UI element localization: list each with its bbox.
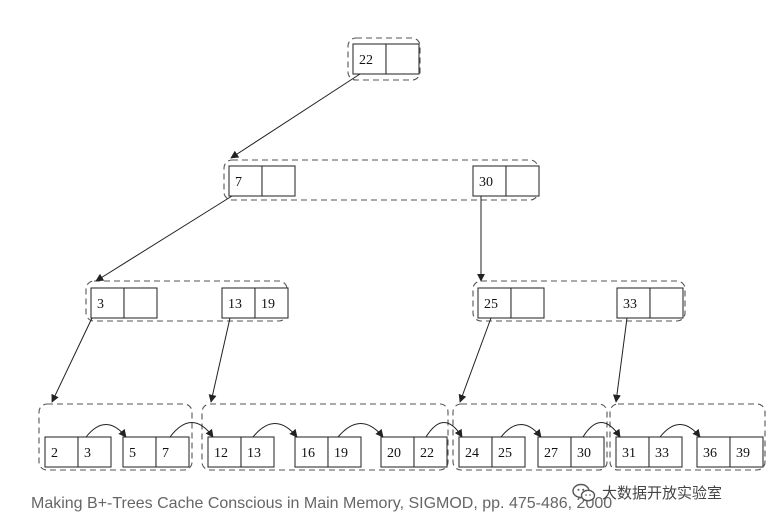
sibling-link-arrow — [85, 424, 127, 438]
node-group-box — [347, 37, 421, 81]
key-cell — [207, 436, 242, 468]
key-cell — [505, 165, 540, 197]
sibling-link-arrow — [582, 422, 621, 438]
key-cell — [696, 436, 731, 468]
key-cell — [327, 436, 362, 468]
key-label: 19 — [261, 297, 275, 312]
child-pointer-arrow — [208, 317, 231, 403]
key-cell — [240, 436, 275, 468]
node-group-box — [452, 403, 608, 471]
watermark-text: 大数据开放实验室 — [602, 484, 723, 502]
tree-node: 30 — [472, 165, 540, 197]
key-label: 3 — [97, 297, 104, 312]
key-cell — [413, 436, 448, 468]
key-cell — [123, 287, 158, 319]
key-cell — [615, 436, 650, 468]
child-pointer-arrow — [51, 317, 93, 403]
key-label: 12 — [214, 446, 228, 461]
figure-caption: Making B+-Trees Cache Conscious in Main … — [31, 495, 613, 512]
tree-node: 13 19 — [221, 287, 289, 319]
key-cell — [380, 436, 415, 468]
sibling-link-arrow — [169, 422, 214, 438]
key-label: 13 — [228, 297, 242, 312]
tree-node: 12 13 — [207, 436, 275, 468]
key-cell — [648, 436, 683, 468]
key-cell — [385, 43, 420, 75]
key-label: 7 — [162, 446, 169, 461]
node-group-box — [38, 403, 193, 471]
key-cell — [616, 287, 651, 319]
sibling-link-arrow — [500, 424, 542, 438]
key-label: 30 — [479, 175, 493, 190]
key-label: 25 — [484, 297, 498, 312]
key-label: 33 — [655, 446, 669, 461]
tree-node: 36 39 — [696, 436, 764, 468]
key-label: 7 — [235, 175, 242, 190]
key-label: 36 — [703, 446, 717, 461]
key-cell — [77, 436, 112, 468]
tree-node: 25 — [477, 287, 545, 319]
child-pointer-arrow — [612, 317, 628, 403]
sibling-link-arrow — [252, 423, 298, 438]
key-label: 5 — [129, 446, 136, 461]
sibling-link-arrow — [425, 422, 463, 438]
key-cell — [254, 287, 289, 319]
key-cell — [90, 287, 125, 319]
node-group-box — [472, 280, 686, 322]
node-group-box — [201, 403, 449, 471]
key-label: 27 — [544, 446, 558, 461]
key-label: 19 — [334, 446, 348, 461]
tree-node: 33 — [616, 287, 684, 319]
key-cell — [221, 287, 256, 319]
key-cell — [44, 436, 79, 468]
key-cell — [510, 287, 545, 319]
tree-node: 27 30 — [537, 436, 605, 468]
key-label: 30 — [577, 446, 591, 461]
key-label: 24 — [465, 446, 479, 461]
key-cell — [537, 436, 572, 468]
sibling-link-arrow — [337, 423, 384, 438]
tree-node: 7 — [228, 165, 296, 197]
key-cell — [352, 43, 387, 75]
key-cell — [228, 165, 263, 197]
key-cell — [729, 436, 764, 468]
tree-node: 31 33 — [615, 436, 683, 468]
key-label: 16 — [301, 446, 315, 461]
tree-node: 22 — [352, 43, 420, 75]
key-label: 22 — [359, 53, 373, 68]
key-label: 3 — [84, 446, 91, 461]
key-cell — [649, 287, 684, 319]
child-pointer-arrow — [95, 195, 233, 282]
tree-node: 3 — [90, 287, 158, 319]
sibling-link-arrow — [659, 424, 701, 438]
child-pointer-arrow — [230, 73, 361, 159]
key-cell — [491, 436, 526, 468]
key-label: 31 — [622, 446, 636, 461]
key-label: 22 — [420, 446, 434, 461]
key-label: 2 — [51, 446, 58, 461]
key-label: 39 — [736, 446, 750, 461]
tree-node: 24 25 — [458, 436, 526, 468]
watermark: 大数据开放实验室 — [572, 482, 722, 503]
key-cell — [155, 436, 190, 468]
key-cell — [261, 165, 296, 197]
node-group-box — [85, 280, 288, 322]
wechat-icon — [572, 483, 596, 501]
key-cell — [294, 436, 329, 468]
child-pointer-arrow — [458, 317, 492, 403]
key-cell — [570, 436, 605, 468]
node-group-box — [609, 403, 766, 471]
key-label: 13 — [247, 446, 261, 461]
key-label: 25 — [498, 446, 512, 461]
key-label: 33 — [623, 297, 637, 312]
key-cell — [122, 436, 157, 468]
key-label: 20 — [387, 446, 401, 461]
key-cell — [477, 287, 512, 319]
